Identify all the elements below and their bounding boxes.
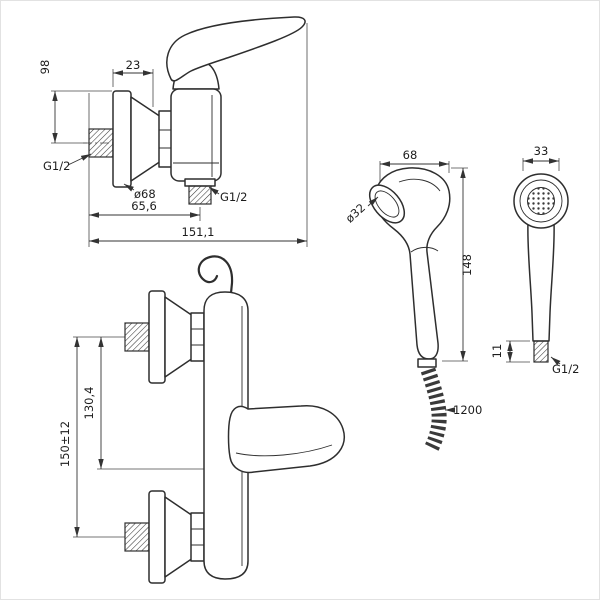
escutcheon-diameter-label: ø68	[134, 187, 156, 201]
lever-handle	[227, 405, 345, 474]
lever-handle	[166, 16, 306, 82]
thread-size-label: G1/2	[552, 362, 579, 376]
mixer-body	[170, 88, 222, 182]
upper-escutcheon-cone	[164, 296, 194, 378]
mixer-body	[203, 291, 249, 580]
dim-wall-to-outlet-label: 65,6	[131, 199, 157, 213]
spray-face-outer	[368, 184, 406, 224]
dim-head-width-label: 33	[534, 144, 549, 158]
extension-lines	[379, 161, 468, 362]
hose-nut	[417, 358, 437, 368]
face-diameter-label: ø32	[343, 201, 368, 226]
extension-lines	[506, 158, 560, 363]
upper-wall-connector-thread	[124, 322, 150, 352]
outlet-thread-label: G1/2	[220, 190, 247, 204]
leader-face-diameter	[367, 196, 379, 207]
dim-head-length-label: 68	[403, 148, 418, 162]
dim-overall-height-label: 148	[460, 254, 474, 276]
head-inner-rim	[519, 179, 563, 223]
lower-mounting-nut	[190, 512, 205, 562]
shower-hose	[420, 367, 447, 453]
neck-joint-line	[410, 246, 439, 253]
spray-plate	[527, 187, 555, 215]
leader-outlet-thread	[208, 186, 220, 195]
escutcheon-flange	[112, 90, 132, 188]
wall-connector-thread	[88, 128, 114, 158]
spray-face-inner	[374, 190, 400, 218]
body-contour-lines	[173, 95, 219, 177]
hand-shower-side-view: 68 148 ø32 1200	[343, 148, 482, 453]
leader-thread-size	[550, 356, 561, 366]
dim-axis-to-bottom-label: 130,4	[82, 387, 96, 420]
head-inner-contour	[398, 178, 441, 192]
handle-thread	[533, 340, 549, 363]
shower-handle	[527, 222, 555, 342]
escutcheon-cone	[130, 96, 162, 182]
hand-shower-front-view: 33 11 G1/2	[490, 144, 579, 376]
mixer-front-view: 130,4 150±12	[58, 255, 345, 584]
nut-facet-lines	[191, 328, 204, 546]
shower-hook	[197, 255, 234, 295]
mixer-side-view: 98 23 G1/2 ø68 G1/2 65,6 151,1	[38, 16, 308, 247]
dim-escutcheon-depth-label: 23	[126, 58, 141, 72]
lower-escutcheon-flange	[148, 490, 166, 584]
leader-inlet-thread	[67, 153, 92, 166]
leader-escutcheon-diameter	[123, 183, 135, 192]
extension-lines	[51, 23, 308, 247]
dim-mount-spacing-label: 150±12	[58, 421, 72, 467]
lever-detail-line	[235, 444, 333, 457]
outlet-collar	[184, 178, 216, 187]
upper-mounting-nut	[190, 312, 205, 362]
lower-escutcheon-cone	[164, 496, 194, 578]
hose-length-label: 1200	[453, 403, 482, 417]
outlet-thread	[188, 185, 212, 205]
dim-overall-depth-label: 151,1	[182, 225, 215, 239]
inlet-thread-label: G1/2	[43, 159, 70, 173]
lower-wall-connector-thread	[124, 522, 150, 552]
dim-height-label: 98	[38, 60, 52, 75]
upper-escutcheon-flange	[148, 290, 166, 384]
dim-thread-length-label: 11	[490, 344, 504, 359]
